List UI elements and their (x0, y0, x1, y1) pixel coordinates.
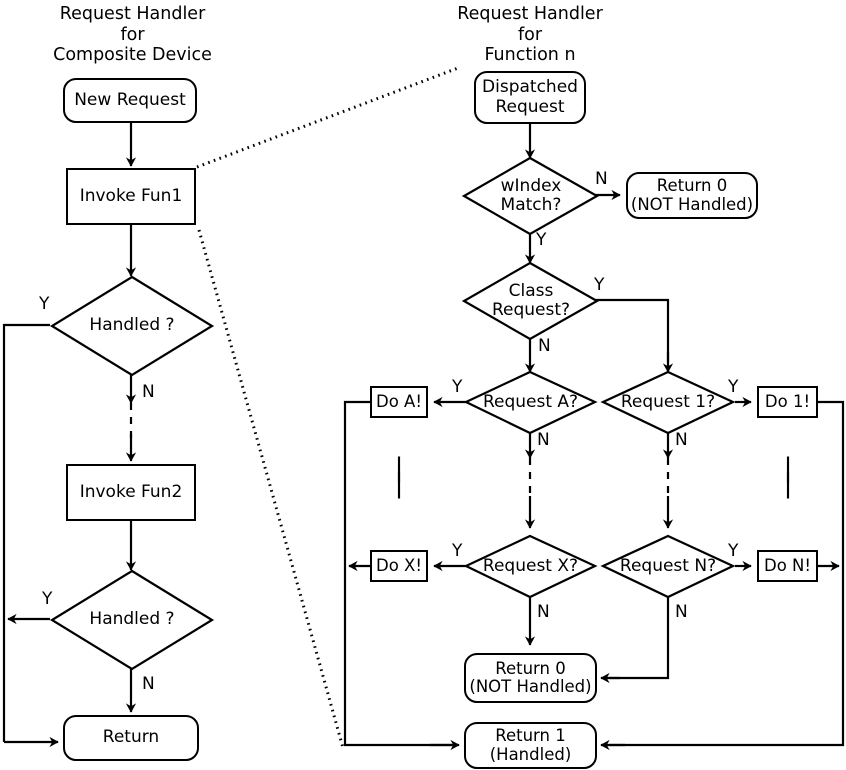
node-do-1[interactable]: Do 1! (757, 386, 818, 418)
edge-label-handled1-no: N (142, 382, 155, 402)
node-do-n-label: Do N! (763, 555, 811, 575)
edge-label-handled2-no: N (142, 674, 155, 694)
node-return-label: Return (102, 727, 160, 748)
edge-handled1-yes-rail (2, 323, 50, 742)
edge-label-windex-yes: Y (536, 230, 547, 250)
node-request-n[interactable] (600, 533, 736, 601)
ellipsis-left-column: | | (394, 453, 404, 500)
node-do-a-label: Do A! (376, 391, 422, 411)
node-dispatched-request[interactable]: Dispatched Request (474, 71, 586, 124)
node-windex-match[interactable] (461, 155, 601, 237)
node-windex-match-label: wIndex Match? (500, 175, 562, 215)
node-return0-bottom[interactable]: Return 0 (NOT Handled) (464, 653, 597, 703)
handled-1-shape (49, 275, 215, 377)
edge-label-reqx-no: N (537, 602, 550, 622)
edge-label-reqa-yes: Y (452, 377, 463, 397)
rail-left-do-boxes (343, 400, 452, 747)
class-request-shape (461, 261, 600, 341)
node-return1-label: Return 1 (Handled) (489, 726, 572, 764)
node-request-x-label: Request X? (482, 556, 579, 577)
node-new-request[interactable]: New Request (63, 78, 197, 123)
edge-label-reqn-no: N (675, 602, 688, 622)
dotted-connector-top (196, 66, 459, 169)
node-return1[interactable]: Return 1 (Handled) (464, 722, 597, 769)
node-request-1-label: Request 1? (620, 392, 716, 413)
edge-label-req1-no: N (675, 430, 688, 450)
node-invoke-fun1-label: Invoke Fun1 (79, 185, 183, 206)
request-x-shape (463, 534, 598, 599)
node-class-request[interactable] (461, 260, 601, 342)
node-request-1[interactable] (600, 369, 736, 437)
node-handled-1[interactable] (46, 272, 218, 380)
edge-label-class-no: N (538, 336, 551, 356)
edge-reqn-no (609, 597, 670, 680)
ellipsis-right-column: | | (783, 453, 793, 500)
edge-label-handled1-yes: Y (39, 294, 50, 314)
node-dispatched-request-label: Dispatched Request (482, 77, 578, 117)
title-right-function-n: Request Handler for Function n (457, 4, 603, 66)
edge-label-reqx-yes: Y (452, 541, 463, 561)
node-handled-1-label: Handled ? (89, 315, 175, 336)
handled-2-shape (49, 569, 215, 671)
request-1-shape (600, 370, 736, 435)
node-do-a[interactable]: Do A! (370, 386, 428, 418)
edge-label-handled2-yes: Y (42, 589, 53, 609)
node-return0-bottom-label: Return 0 (NOT Handled) (469, 658, 592, 696)
edge-label-reqn-yes: Y (728, 541, 739, 561)
node-invoke-fun2[interactable]: Invoke Fun2 (66, 464, 196, 521)
node-handled-2[interactable] (46, 566, 218, 674)
edge-class-yes (595, 298, 670, 362)
title-left-composite-device: Request Handler for Composite Device (53, 4, 212, 66)
dotted-connector-bottom (197, 229, 345, 749)
node-return0-top[interactable]: Return 0 (NOT Handled) (626, 172, 758, 219)
node-invoke-fun1[interactable]: Invoke Fun1 (66, 168, 196, 225)
node-do-1-label: Do 1! (764, 391, 811, 411)
node-class-request-label: Class Request? (491, 280, 571, 320)
node-request-a-label: Request A? (482, 392, 579, 413)
request-n-shape (600, 534, 736, 599)
edge-label-windex-no: N (595, 169, 608, 189)
node-invoke-fun2-label: Invoke Fun2 (79, 481, 183, 502)
windex-match-shape (461, 156, 600, 236)
node-return0-top-label: Return 0 (NOT Handled) (630, 176, 754, 214)
node-request-x[interactable] (463, 533, 598, 601)
node-do-x-label: Do X! (376, 555, 422, 575)
edge-label-class-yes: Y (594, 275, 605, 295)
request-a-shape (463, 370, 598, 435)
node-return[interactable]: Return (63, 715, 199, 761)
node-do-x[interactable]: Do X! (370, 550, 428, 582)
node-handled-2-label: Handled ? (89, 609, 175, 630)
rail-right-do-boxes (609, 400, 845, 747)
node-new-request-label: New Request (74, 89, 186, 110)
edge-label-reqa-no: N (537, 430, 550, 450)
edge-label-req1-yes: Y (728, 377, 739, 397)
node-do-n[interactable]: Do N! (757, 550, 818, 582)
node-request-n-label: Request N? (619, 556, 717, 577)
node-request-a[interactable] (463, 369, 598, 437)
